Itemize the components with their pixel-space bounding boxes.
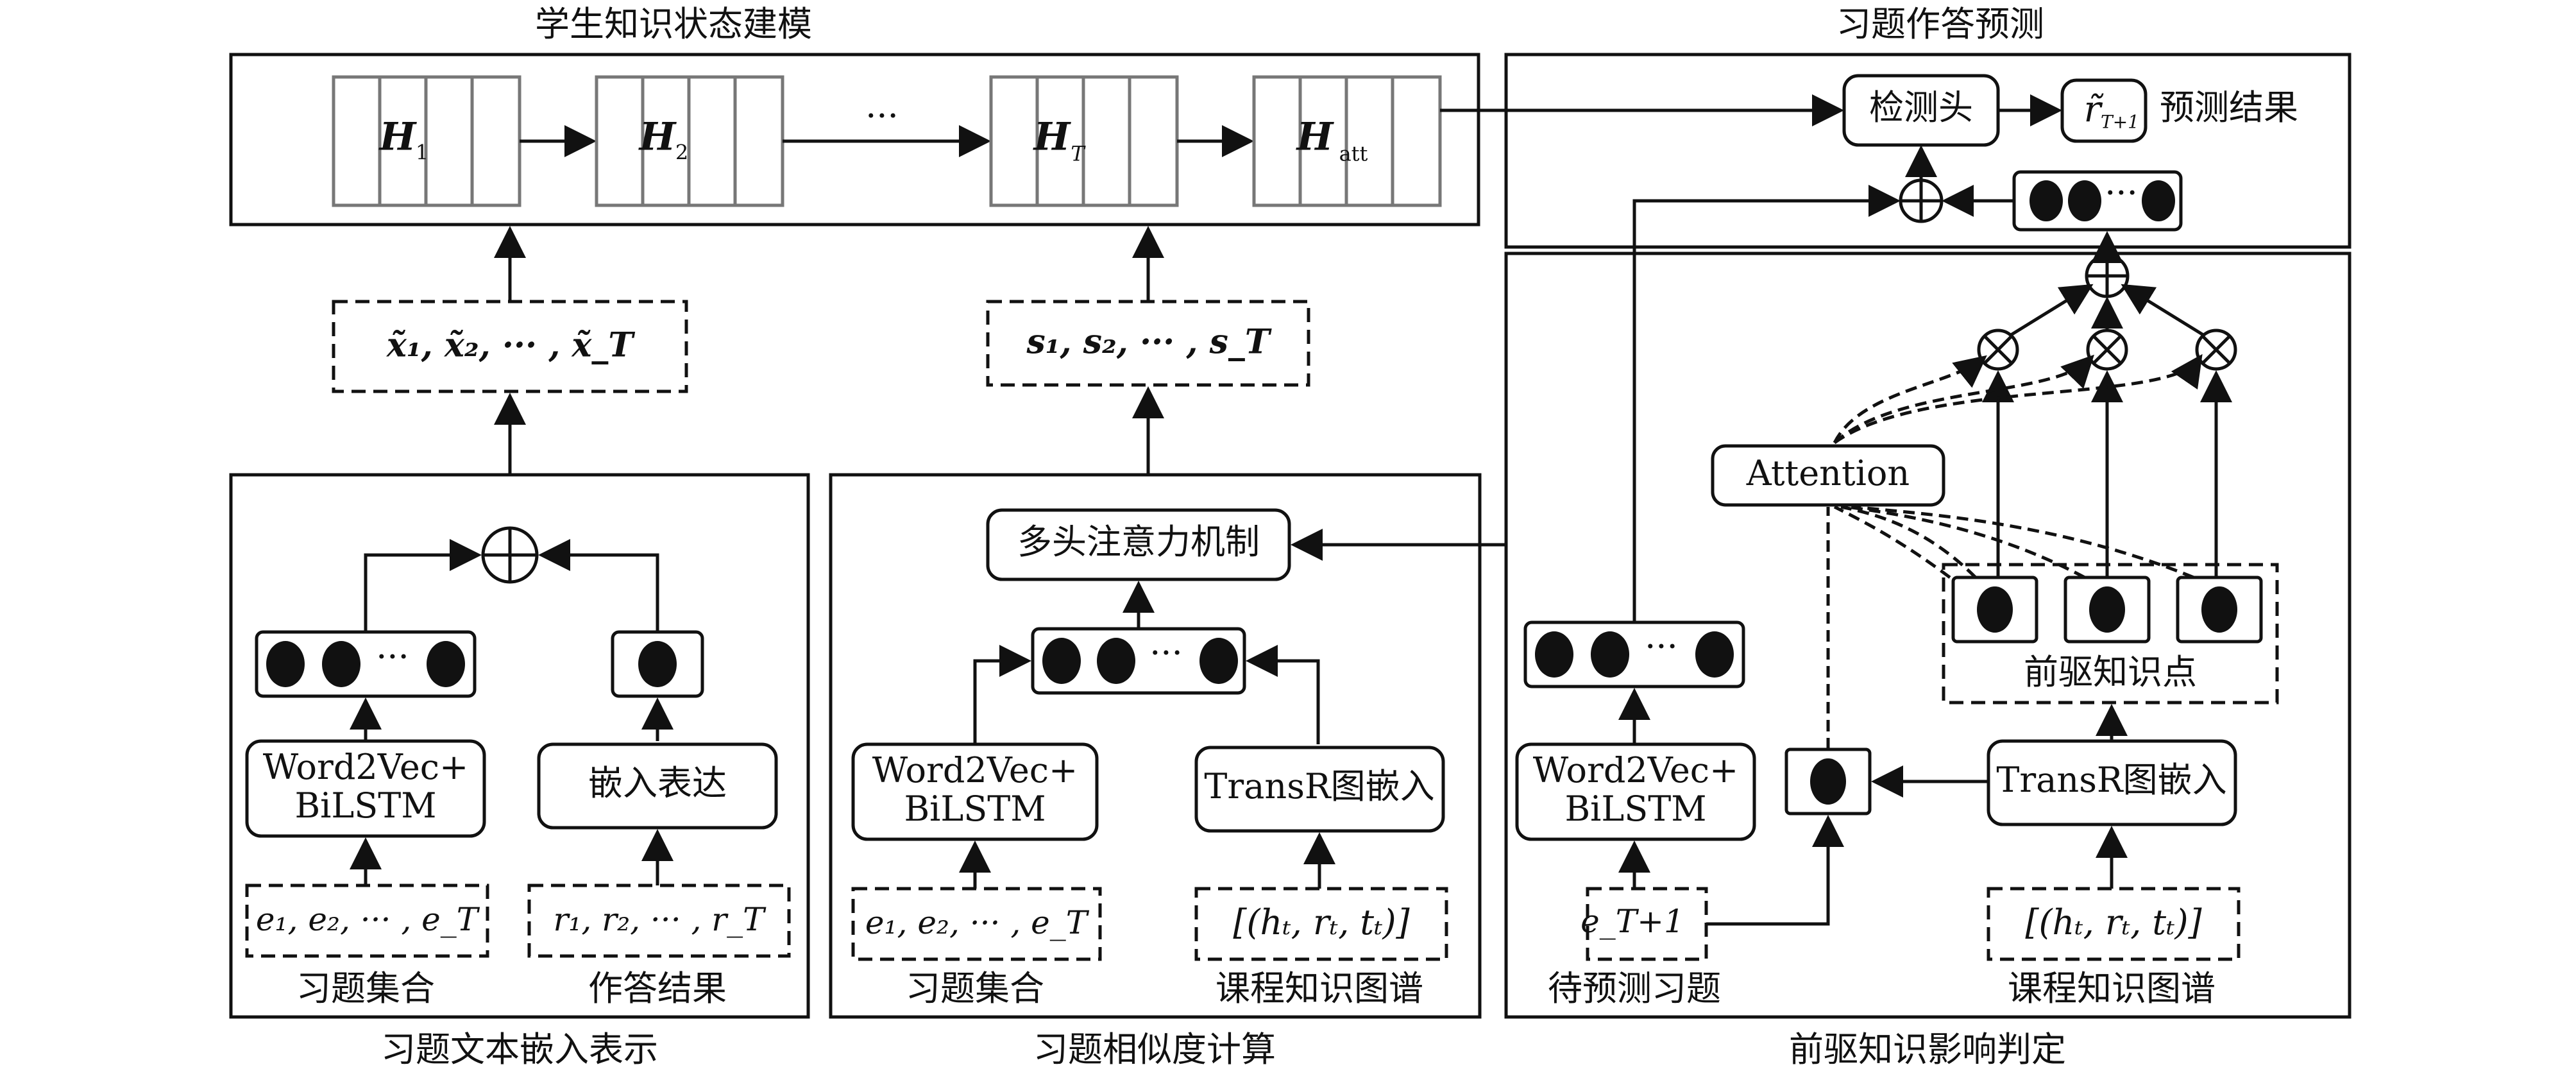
e-next: e_T+1 [1580, 903, 1684, 940]
hidden-state-h1: H 1 [332, 75, 521, 207]
s-sequence-box [986, 300, 1310, 387]
e-next-box [1586, 887, 1708, 961]
r-sequence: r₁, r₂, ··· , r_T [553, 901, 767, 938]
x-sequence: x̃₁, x̃₂, ··· , x̃_T [386, 326, 636, 365]
svg-text:H: H [1296, 115, 1335, 160]
text-embedding-title: 习题文本嵌入表示 [381, 1029, 658, 1070]
r-sequence-box [527, 884, 791, 958]
arrow-transr-vec-center [1246, 645, 1320, 744]
x-sequence-box [332, 300, 688, 393]
point2-to-attn [1847, 505, 2086, 579]
otimes-2 [2086, 329, 2128, 371]
pending-exercise-label: 待预测习题 [1548, 968, 1721, 1009]
word2vec-label-right-1: Word2Vec+ [1533, 750, 1739, 790]
e-sequence-box-left [245, 884, 489, 958]
attn-to-otimes1 [1833, 355, 1987, 444]
svg-text:1: 1 [416, 141, 428, 165]
otimes-3 [2195, 329, 2237, 371]
word2vec-label-left-2: BiLSTM [294, 785, 436, 826]
output-box [2060, 78, 2148, 143]
svg-text:H: H [1033, 115, 1072, 160]
word2vec-label-left-1: Word2Vec+ [263, 747, 469, 787]
svg-text:···: ··· [376, 636, 409, 677]
prediction-result-label: 预测结果 [2160, 87, 2298, 128]
oplus-prediction [1899, 178, 1944, 223]
answer-result-label: 作答结果 [588, 968, 727, 1009]
student-modeling-title: 学生知识状态建模 [535, 4, 812, 44]
embed-box [537, 742, 778, 830]
arrow-w2v-vec-center [973, 645, 1031, 744]
prerequisite-points-label: 前驱知识点 [2024, 652, 2197, 692]
triple-box-right [1987, 887, 2241, 961]
triple-right: [(hₜ, rₜ, tₜ)] [2025, 902, 2202, 943]
svg-text:···: ··· [1149, 633, 1183, 673]
svg-text:···: ··· [1645, 626, 1678, 667]
course-kg-label-center: 课程知识图谱 [1216, 968, 1423, 1009]
word2vec-label-right-2: BiLSTM [1564, 789, 1706, 829]
svg-text:H: H [638, 115, 677, 160]
output-subscript: T+1 [2101, 112, 2139, 133]
arrow-text-vec-oplus [364, 539, 482, 632]
exercise-set-label-left: 习题集合 [296, 968, 435, 1009]
arrow-enext-target [1706, 815, 1844, 926]
word2vec-label-center-2: BiLSTM [904, 789, 1046, 829]
word2vec-box-left [245, 739, 486, 838]
svg-text:T: T [1071, 142, 1086, 166]
prerequisite-point-2 [2063, 576, 2151, 644]
attention-box [1711, 444, 1945, 507]
otimes-1 [1977, 329, 2019, 371]
oplus-prerequisite [2085, 253, 2130, 298]
similarity-title: 习题相似度计算 [1033, 1029, 1276, 1070]
transr-label-center: TransR图嵌入 [1204, 766, 1434, 807]
prerequisite-point-3 [2176, 576, 2263, 644]
prerequisite-vector-box: ··· [2012, 170, 2183, 232]
e-sequence-center: e₁, e₂, ··· , e_T [865, 904, 1090, 941]
point3-to-attn [1853, 505, 2194, 579]
multihead-attention-box [986, 508, 1291, 581]
s-sequence: s₁, s₂, ··· , s_T [1026, 323, 1271, 362]
attention-label: Attention [1746, 453, 1910, 493]
hidden-state-hatt: H att [1252, 75, 1442, 207]
svg-text:H: H [378, 115, 418, 160]
triple-box-center [1194, 887, 1448, 961]
prerequisite-title: 前驱知识影响判定 [1789, 1029, 2066, 1070]
word2vec-box-center [851, 742, 1099, 841]
transr-box-center [1194, 746, 1445, 833]
transr-label-right: TransR图嵌入 [1996, 760, 2226, 800]
attn-to-otimes2 [1833, 354, 2094, 444]
output-symbol: r̃ [2084, 89, 2105, 131]
arrow-answer-vec-oplus [538, 539, 659, 632]
hidden-state-h2: H 2 [595, 75, 784, 207]
prerequisite-point-1 [1951, 576, 2038, 644]
arrow-otimes1-oplus [2010, 284, 2094, 337]
oplus-text-embedding [481, 526, 539, 584]
word2vec-box-right [1515, 742, 1756, 841]
pending-vector-box: ··· [1523, 620, 1745, 688]
arrow-pending-to-oplus [1632, 185, 1901, 622]
arrow-otimes3-oplus [2121, 284, 2205, 337]
svg-text:···: ··· [2105, 173, 2138, 213]
answer-prediction-title: 习题作答预测 [1836, 4, 2044, 44]
embed-label: 嵌入表达 [588, 763, 727, 803]
e-sequence-box-center [851, 887, 1102, 961]
attn-to-otimes3 [1833, 354, 2203, 445]
answer-vector-box [611, 630, 704, 698]
point1-to-attn [1840, 505, 1977, 579]
hidden-ellipsis: ··· [865, 96, 899, 136]
svg-text:2: 2 [675, 141, 688, 165]
triple-center: [(hₜ, rₜ, tₜ)] [1233, 902, 1410, 943]
course-kg-label-right: 课程知识图谱 [2008, 968, 2216, 1009]
text-vector-box: ··· [255, 630, 477, 698]
e-sequence-left: e₁, e₂, ··· , e_T [256, 901, 480, 938]
word2vec-label-center-1: Word2Vec+ [872, 750, 1078, 790]
point1b-to-attn [1833, 505, 1951, 579]
similarity-vector-box: ··· [1031, 627, 1246, 695]
multihead-attention-label: 多头注意力机制 [1017, 522, 1260, 562]
svg-text:att: att [1339, 142, 1368, 166]
target-knowledge-box [1784, 747, 1872, 816]
hidden-state-hT: H T [989, 75, 1179, 207]
detection-head-label: 检测头 [1869, 87, 1973, 128]
exercise-set-label-center: 习题集合 [906, 968, 1044, 1009]
